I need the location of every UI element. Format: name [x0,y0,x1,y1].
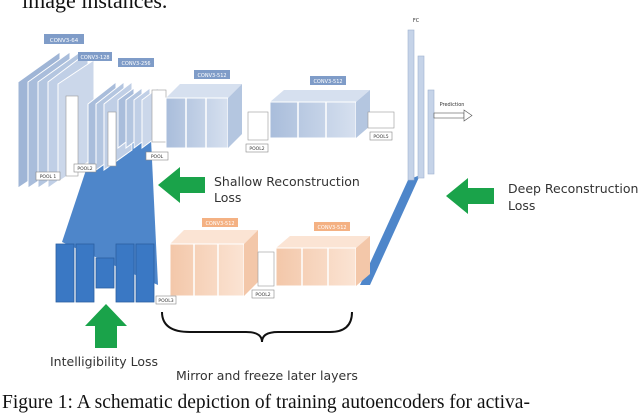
pool-4-label: POOL2 [249,146,264,152]
conv3-128-label-box [78,52,112,61]
pool-2-block [107,111,117,167]
pool-2-label: POOL2 [77,166,92,172]
conv3-512-stack-a [165,84,242,149]
autoencoder-blocks [55,243,155,303]
dec-conv3-512-label-b: CONV3-512 [317,225,346,231]
conv3-512-label-b: CONV3-512 [313,79,342,85]
fc-layers [407,29,435,181]
pool-3-label-box [145,151,169,161]
dec-pool-2-block [257,251,275,287]
conv3-64-label-box [44,34,84,44]
pool-2-label-box [73,163,97,173]
conv3-256-label-box [118,58,154,67]
pool-5-label-box [369,131,393,141]
conv3-512-stack-b [269,90,370,139]
pool-4-block [247,111,269,141]
shallow-loss-line1: Shallow Reconstruction [214,174,360,189]
dec-conv3-512-label-box-b [314,222,350,231]
deep-loss-arrow-icon [446,178,494,214]
mirror-brace [161,311,353,343]
deep-funnel [360,175,420,285]
prediction-arrow [433,109,473,122]
dec-conv3-512-label-a: CONV3-512 [205,221,234,227]
dec-pool-2-label-box [251,289,275,299]
decoder-stack-a [169,230,258,297]
fc-label: FC [413,18,420,24]
pool-1-block [65,95,79,177]
deep-loss-line1: Deep Reconstruction [508,181,638,196]
conv3-512-label-box-b [310,76,346,85]
conv3-256-label: CONV3-256 [121,61,150,67]
intelligibility-loss-arrow-icon [85,304,127,348]
intelligibility-loss-label: Intelligibility Loss [50,354,158,369]
dec-pool-2-label: POOL2 [255,292,270,298]
pool-3-label: POOL [151,154,164,160]
pool-1-label-box [35,171,61,181]
dec-pool-1-label: POOL3 [158,298,173,304]
conv3-64-label: CONV3-64 [50,38,79,44]
dec-conv3-512-label-box-a [202,218,238,227]
shallow-funnel [62,118,158,285]
deep-loss-line2: Loss [508,198,535,213]
pool-3-block [151,89,167,143]
conv3-512-label-a: CONV3-512 [197,73,226,79]
shallow-loss-line2: Loss [214,190,241,205]
pool-4-label-box [245,143,269,153]
conv3-512-label-box-a [194,70,230,79]
prediction-label: Prediction [440,102,465,108]
brace-label: Mirror and freeze later layers [176,368,358,383]
shallow-loss-arrow-icon [158,167,205,203]
decoder-stack-b [275,236,370,287]
pool-1-label: POOL 1 [40,174,57,180]
figure-caption: Figure 1: A schematic depiction of train… [2,392,530,413]
conv3-128-label: CONV3-128 [80,55,109,61]
pool-5-block [367,111,395,129]
dec-pool-1-label-box [155,295,177,305]
header-text: image instances. [22,0,167,13]
pool-5-label: POOL5 [373,134,388,140]
